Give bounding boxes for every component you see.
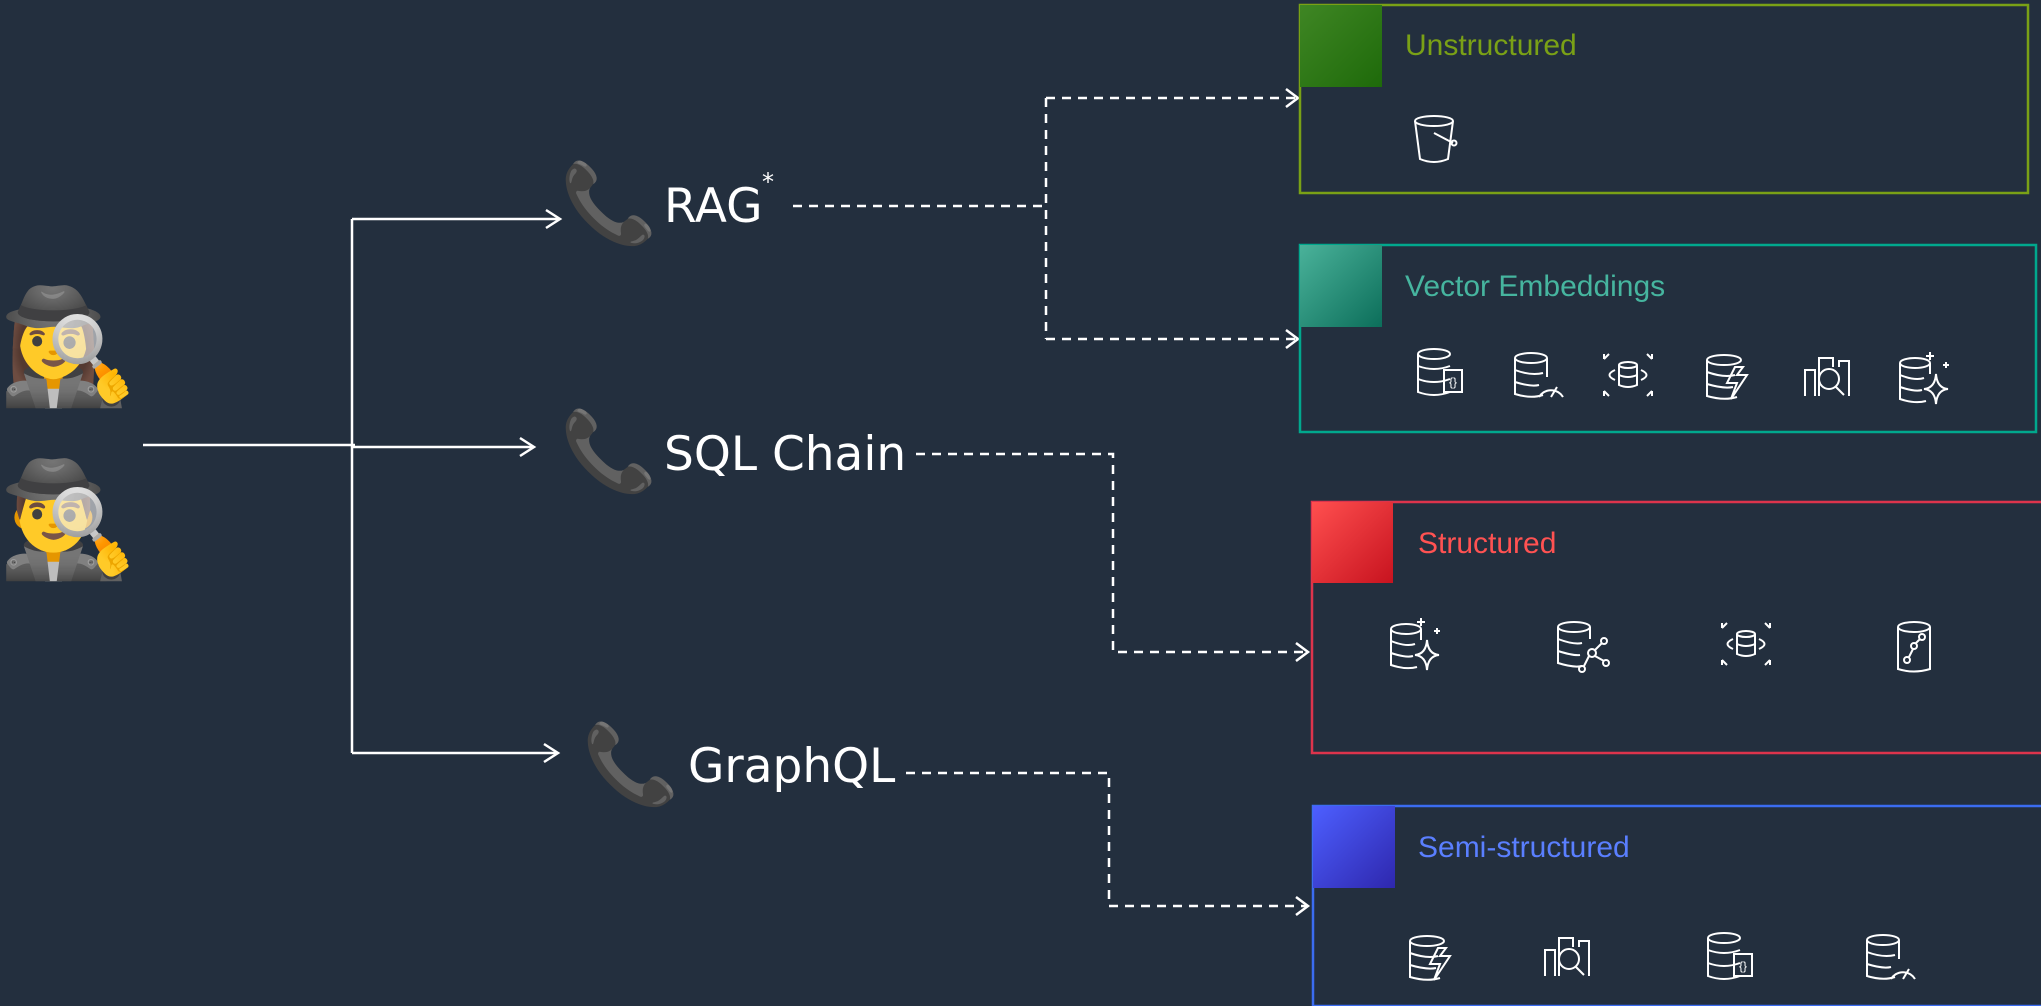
- store-semi-structured: Semi-structured {}: [1311, 804, 2041, 1006]
- documentdb-icon: {}: [1707, 932, 1753, 980]
- phone-icon: 📞: [560, 402, 658, 496]
- store-vector-embeddings: Vector Embeddings {}: [1298, 243, 2038, 434]
- documentdb-icon: {}: [1417, 348, 1463, 396]
- store-color-tag: [1312, 502, 1393, 583]
- store-structured: Structured: [1310, 500, 2041, 755]
- opensearch-icon: [1804, 357, 1850, 396]
- rag-label: RAG: [664, 179, 763, 234]
- fanout-connectors: [143, 208, 563, 764]
- dashed-connectors: [793, 96, 1306, 908]
- aurora-icon: [1603, 353, 1653, 397]
- users-group: 🕵️‍♀️ 🕵️‍♂️: [0, 283, 138, 583]
- store-color-tag: [1300, 245, 1382, 327]
- store-color-tag: [1300, 5, 1382, 87]
- store-title: Structured: [1418, 527, 1556, 560]
- rag-superscript: *: [762, 168, 774, 196]
- arrow-to-unstructured: [1285, 88, 1301, 108]
- store-frame: [1311, 804, 2041, 1006]
- detective-woman-icon: 🕵️‍♀️: [0, 283, 138, 410]
- svg-text:{}: {}: [1739, 959, 1747, 973]
- svg-text:{}: {}: [1449, 375, 1457, 389]
- store-color-tag: [1313, 806, 1395, 888]
- graphql-label: GraphQL: [688, 739, 895, 794]
- store-unstructured: Unstructured: [1298, 3, 2030, 195]
- connector-rag-to-stores: [793, 96, 1296, 341]
- detective-man-icon: 🕵️‍♂️: [0, 456, 138, 583]
- connector-sql-to-structured: [916, 452, 1306, 654]
- arrow-to-semi: [1295, 896, 1311, 916]
- neptune-icon: [1557, 621, 1610, 673]
- arrow-to-sql: [519, 436, 537, 458]
- store-frame: [1298, 3, 2030, 195]
- arrow-to-structured: [1295, 642, 1311, 662]
- store-frame: [1298, 243, 2038, 434]
- dynamodb-icon: [1409, 935, 1452, 981]
- rds-icon: [1514, 352, 1564, 398]
- tool-sql-chain[interactable]: 📞 SQL Chain: [560, 402, 906, 496]
- bedrock-kb-icon: [1390, 618, 1440, 671]
- arrow-to-vector: [1285, 329, 1301, 349]
- phone-icon: 📞: [582, 715, 680, 809]
- arrow-to-rag: [545, 208, 563, 230]
- arrow-to-graphql: [543, 742, 561, 764]
- store-title: Vector Embeddings: [1405, 270, 1665, 303]
- tool-graphql[interactable]: 📞 GraphQL: [582, 715, 895, 809]
- store-frame: [1310, 500, 2041, 755]
- dynamodb-icon: [1706, 354, 1749, 400]
- connector-graphql-to-semi: [906, 771, 1306, 908]
- phone-icon: 📞: [560, 154, 658, 248]
- rds-icon: [1866, 934, 1916, 980]
- opensearch-icon: [1544, 937, 1590, 976]
- store-title: Unstructured: [1405, 29, 1577, 62]
- tool-rag[interactable]: 📞 RAG *: [560, 154, 774, 248]
- sql-chain-label: SQL Chain: [664, 427, 906, 482]
- bedrock-kb-icon: [1899, 352, 1949, 405]
- store-title: Semi-structured: [1418, 831, 1630, 864]
- neptune-graph-icon: [1897, 621, 1931, 673]
- s3-bucket-icon: [1414, 115, 1458, 163]
- dashed-arrowheads: [1285, 88, 1311, 916]
- aurora-icon: [1721, 622, 1771, 666]
